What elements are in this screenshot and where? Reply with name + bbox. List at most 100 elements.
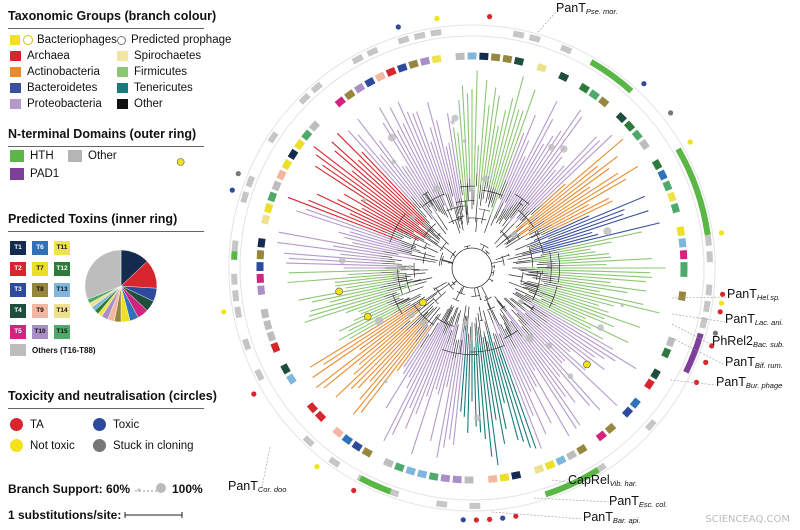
legend-domains-hth: HTH xyxy=(10,150,54,162)
legend-taxa-prophage: Predicted prophage xyxy=(117,34,231,46)
scale-bar xyxy=(124,512,183,518)
legend-taxa-other: Other xyxy=(117,98,163,110)
proteobacteria-swatch xyxy=(10,99,21,109)
legend-taxa-label: Firmicutes xyxy=(134,66,188,78)
legend-taxa-firmicutes: Firmicutes xyxy=(117,66,187,78)
legend-domains-other: Other xyxy=(68,150,117,162)
legend-toxins-title: Predicted Toxins (inner ring) xyxy=(8,212,178,226)
toxin-cell-t12: T12 xyxy=(54,262,70,276)
stuck-dot-icon xyxy=(93,439,106,452)
label-base: PanT xyxy=(609,494,639,508)
legend-toxicity-ta: TA xyxy=(10,418,44,431)
label-pant-bar-api: PanTBar. api. xyxy=(583,510,641,525)
toxin-cell-t4: T4 xyxy=(10,304,26,318)
not-toxic-dot-icon xyxy=(10,439,23,452)
label-pant-cor-doo: PanTCor. doo xyxy=(228,479,286,494)
legend-taxa-label: Predicted prophage xyxy=(131,34,232,46)
label-sub: Cor. doo xyxy=(257,485,287,494)
legend-toxicity-title: Toxicity and neutralisation (circles) xyxy=(8,389,217,403)
label-sub: Bif. rum. xyxy=(754,361,783,370)
bacteriophage-ring-icon xyxy=(23,35,33,45)
toxic-dot-icon xyxy=(93,418,106,431)
toxin-cell-t1: T1 xyxy=(10,241,26,255)
legend-toxicity-label: Toxic xyxy=(113,418,140,431)
label-base: PanT xyxy=(725,312,755,326)
label-sub: Bac. sub. xyxy=(753,340,785,349)
label-pant-hel-sp: PanTHel.sp. xyxy=(727,287,780,302)
legend-taxa-rule xyxy=(8,28,204,29)
label-sub: Bar. api. xyxy=(612,516,641,525)
toxin-cell-t15: T15 xyxy=(54,325,70,339)
label-phrel2-bac-sub: PhRel2Bac. sub. xyxy=(712,334,784,349)
toxin-cell-t7: T7 xyxy=(32,262,48,276)
prophage-ring-icon xyxy=(117,35,126,45)
toxin-cell-t11: T11 xyxy=(54,241,70,255)
branch-support-high: 100% xyxy=(172,482,203,496)
legend-domains-rule xyxy=(8,146,204,147)
legend-toxicity-toxic: Toxic xyxy=(93,418,139,431)
toxin-cell-t6: T6 xyxy=(32,241,48,255)
toxin-cell-t14: T14 xyxy=(54,304,70,318)
other-domain-swatch xyxy=(68,150,82,162)
toxicity-circles xyxy=(221,14,726,523)
legend-domains-title: N-terminal Domains (outer ring) xyxy=(8,127,197,141)
toxin-cell-t13: T13 xyxy=(54,283,70,297)
toxin-cell-t5: T5 xyxy=(10,325,26,339)
legend-toxicity-nottoxic: Not toxic xyxy=(10,439,75,452)
legend-taxa-title: Taxonomic Groups (branch colour) xyxy=(8,9,217,23)
pad1-swatch xyxy=(10,168,24,180)
toxin-cell-t10: T10 xyxy=(32,325,48,339)
label-base: PanT xyxy=(583,510,613,524)
label-base: PhRel2 xyxy=(712,334,753,348)
legend-domains-label: HTH xyxy=(30,150,54,162)
legend-taxa-archaea: Archaea xyxy=(10,50,70,62)
tenericutes-swatch xyxy=(117,83,128,93)
label-sub: Bur. phage xyxy=(745,381,783,390)
label-base: PanT xyxy=(228,479,258,493)
label-sub: Hel.sp. xyxy=(756,293,781,302)
legend-toxicity-stuck: Stuck in cloning xyxy=(93,439,194,452)
label-leader-lines xyxy=(261,11,728,520)
legend-taxa-label: Tenericutes xyxy=(134,82,193,94)
branch-support-scale-icon xyxy=(135,483,166,493)
toxin-cell-t3: T3 xyxy=(10,283,26,297)
legend-toxicity-label: Not toxic xyxy=(30,439,75,452)
branch-support-label: Branch Support: xyxy=(8,482,103,496)
branch-support: Branch Support: 60% xyxy=(8,482,130,496)
legend-toxins-others-label: Others (T16-T88) xyxy=(32,345,96,355)
legend-toxicity-rule xyxy=(8,408,204,409)
legend-domains-label: PAD1 xyxy=(30,168,60,180)
legend-taxa-proteobacteria: Proteobacteria xyxy=(10,98,102,110)
label-base: PanT xyxy=(725,355,755,369)
label-base: PanT xyxy=(716,375,746,389)
toxin-cell-t9: T9 xyxy=(32,304,48,318)
bacteroidetes-swatch xyxy=(10,83,21,93)
legend-taxa-tenericutes: Tenericutes xyxy=(117,82,193,94)
label-caprel-vib-har: CapRelVib. har. xyxy=(568,473,637,488)
annotation-rings xyxy=(228,24,716,512)
label-pant-bif-rum: PanTBif. rum. xyxy=(725,355,783,370)
legend-taxa-label: Archaea xyxy=(27,50,70,62)
firmicutes-swatch xyxy=(117,67,128,77)
legend-toxins-others: Others (T16-T88) xyxy=(10,344,96,356)
other-swatch xyxy=(117,99,128,109)
toxin-cell-t8: T8 xyxy=(32,283,48,297)
label-base: PanT xyxy=(727,287,757,301)
legend-taxa-label: Other xyxy=(134,98,163,110)
watermark: SCIENCEAQ.COM xyxy=(705,514,790,525)
label-pant-bur-phage: PanTBur. phage xyxy=(716,375,782,390)
legend-toxicity-label: TA xyxy=(30,418,44,431)
legend-taxa-actinobacteria: Actinobacteria xyxy=(10,66,100,78)
legend-taxa-bacteroidetes: Bacteroidetes xyxy=(10,82,97,94)
legend-domains-label: Other xyxy=(88,150,117,162)
legend-taxa-label: Spirochaetes xyxy=(134,50,202,62)
legend-taxa-label: Proteobacteria xyxy=(27,98,102,110)
actinobacteria-swatch xyxy=(10,67,21,77)
legend-toxicity-label: Stuck in cloning xyxy=(113,439,194,452)
archaea-swatch xyxy=(10,51,21,61)
legend-toxins-rule xyxy=(8,231,204,232)
label-pant-lac-ani: PanTLac. ani. xyxy=(725,312,783,327)
bacteriophage-swatch xyxy=(10,35,20,45)
